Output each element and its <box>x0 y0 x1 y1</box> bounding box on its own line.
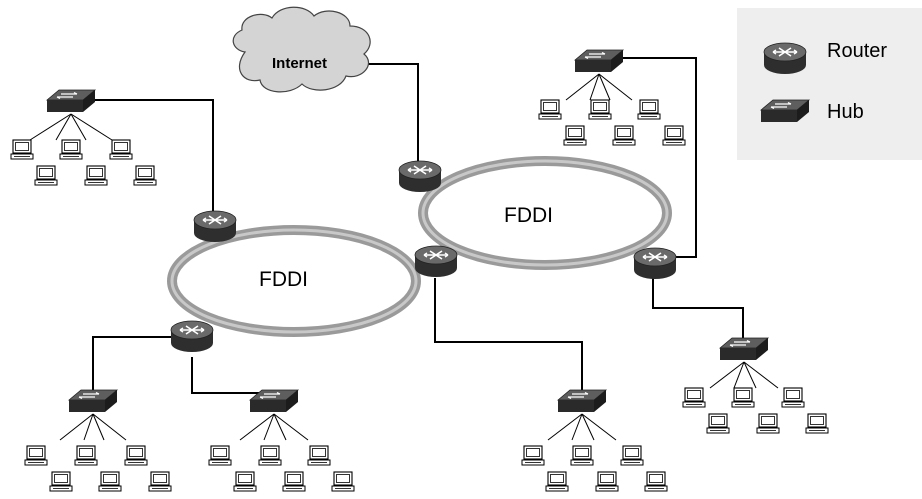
pc-icon <box>620 445 644 466</box>
legend-icons <box>737 8 922 160</box>
hub-icon <box>719 337 769 361</box>
pc-icon <box>98 471 122 492</box>
pc-icon <box>282 471 306 492</box>
link-topright-hub-router <box>610 57 697 258</box>
pc-icon <box>24 445 48 466</box>
pc-icon <box>538 99 562 120</box>
hub-icon <box>557 389 607 413</box>
pc-icon <box>756 413 780 434</box>
workstation-cluster-top-left <box>10 113 157 186</box>
legend-panel <box>737 8 922 160</box>
router-icon <box>763 42 807 75</box>
hub-icon <box>46 89 96 113</box>
pc-icon <box>307 445 331 466</box>
link-router-hub-bottom-mid <box>191 357 275 394</box>
cloud-icon <box>232 6 371 93</box>
pc-icon <box>208 445 232 466</box>
internet-label: Internet <box>272 55 328 72</box>
router-icon <box>633 247 677 280</box>
link-router-hub-bottom-center <box>434 278 583 392</box>
pc-icon <box>545 471 569 492</box>
pc-icon <box>682 387 706 408</box>
legend-hub-label: Hub <box>827 101 864 123</box>
pc-icon <box>644 471 668 492</box>
link-router-hub-bottom-right <box>652 278 744 340</box>
workstation-cluster-bottom-mid <box>208 413 355 492</box>
pc-icon <box>109 139 133 160</box>
workstation-cluster-bottom-right <box>682 361 829 434</box>
pc-icon <box>595 471 619 492</box>
pc-icon <box>233 471 257 492</box>
pc-icon <box>331 471 355 492</box>
fddi-rings <box>167 156 672 337</box>
pc-icon <box>84 165 108 186</box>
pc-icon <box>133 165 157 186</box>
pc-icon <box>521 445 545 466</box>
pc-icon <box>124 445 148 466</box>
hub-icon <box>68 389 118 413</box>
pc-icon <box>612 125 636 146</box>
pc-icon <box>258 445 282 466</box>
pc-icon <box>563 125 587 146</box>
pc-icon <box>10 139 34 160</box>
pc-icon <box>706 413 730 434</box>
pc-icon <box>59 139 83 160</box>
link-topleft-hub-router <box>95 99 214 212</box>
workstation-cluster-top-right <box>538 73 686 146</box>
hub-icon <box>574 49 624 73</box>
pc-icon <box>74 445 98 466</box>
pc-icon <box>570 445 594 466</box>
pc-icon <box>148 471 172 492</box>
router-icon <box>398 160 442 193</box>
link-router-hub-bottom-left <box>92 336 173 391</box>
pc-icon <box>34 165 58 186</box>
router-icon <box>193 210 237 243</box>
fddi-label-right: FDDI <box>504 204 553 227</box>
pc-icon <box>781 387 805 408</box>
fddi-label-left: FDDI <box>259 268 308 291</box>
legend-router-label: Router <box>827 40 888 62</box>
pc-icon <box>662 125 686 146</box>
workstation-cluster-bottom-left <box>24 413 172 492</box>
pc-icon <box>637 99 661 120</box>
links <box>92 57 744 394</box>
pc-icon <box>49 471 73 492</box>
link-cloud-router <box>365 63 419 162</box>
router-icon <box>414 245 458 278</box>
workstation-cluster-bottom-center <box>521 413 668 492</box>
pc-icon <box>731 387 755 408</box>
router-icon <box>170 320 214 353</box>
pc-icon <box>805 413 829 434</box>
pc-icon <box>588 99 612 120</box>
